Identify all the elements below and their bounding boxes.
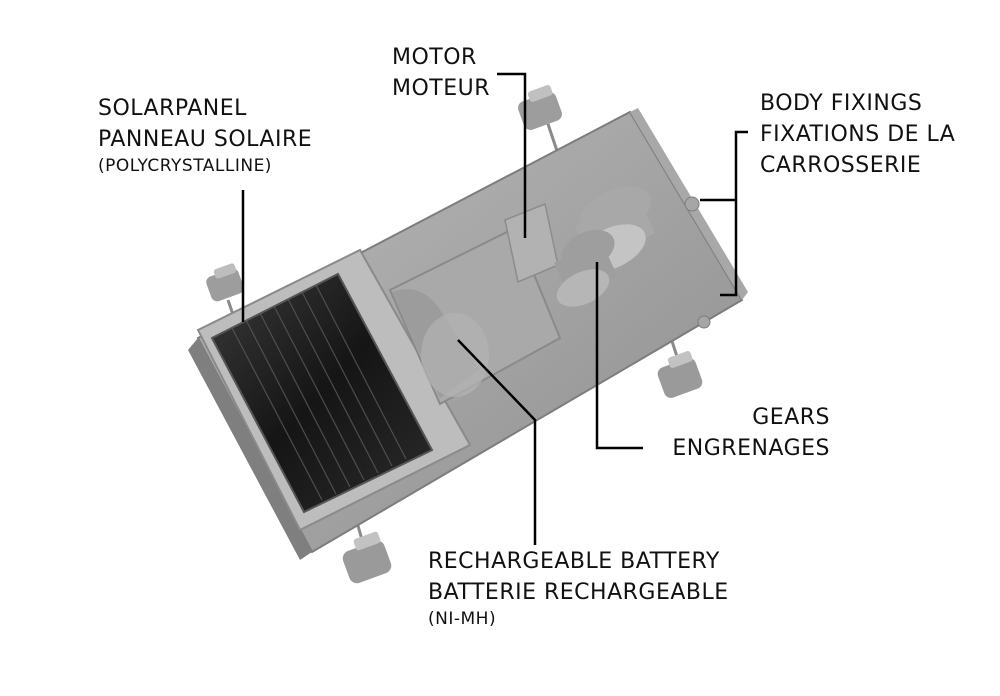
body-label-en: BODY FIXINGS xyxy=(760,91,923,116)
motor-label-fr: MOTEUR xyxy=(392,76,491,101)
gears-leader xyxy=(595,262,643,450)
battery xyxy=(421,313,489,397)
battery-leader xyxy=(457,339,537,545)
gears-label-fr: ENGRENAGES xyxy=(672,436,830,461)
wheel-front-top xyxy=(518,85,562,161)
motor-leader xyxy=(497,72,527,238)
motor-label-en: MOTOR xyxy=(392,45,477,70)
battery-label-fr: BATTERIE RECHARGEABLE xyxy=(428,580,729,605)
solar-label-fr: PANNEAU SOLAIRE xyxy=(98,127,313,152)
callout-gears: GEARS ENGRENAGES xyxy=(672,402,830,464)
battery-label-en: RECHARGEABLE BATTERY xyxy=(428,549,720,574)
solar-label-en: SOLARPANEL xyxy=(98,96,247,121)
solar-label-type: (POLYCRYSTALLINE) xyxy=(98,156,272,176)
body-label-fr-1: FIXATIONS DE LA xyxy=(760,122,956,147)
body-label-fr-2: CARROSSERIE xyxy=(760,153,922,178)
callout-motor: MOTOR MOTEUR xyxy=(392,42,490,104)
leader-lines xyxy=(241,72,748,545)
gears-label-en: GEARS xyxy=(752,405,830,430)
callout-solar-panel: SOLARPANEL PANNEAU SOLAIRE (POLYCRYSTALL… xyxy=(98,93,312,177)
battery-label-type: (NI-MH) xyxy=(428,609,497,629)
callout-battery: RECHARGEABLE BATTERY BATTERIE RECHARGEAB… xyxy=(428,546,729,630)
body-fixing-peg xyxy=(684,196,700,212)
gears xyxy=(553,186,656,307)
body-fixing-peg xyxy=(697,315,711,329)
solar-panel xyxy=(210,272,434,514)
callout-body-fixings: BODY FIXINGS FIXATIONS DE LA CARROSSERIE xyxy=(760,88,955,181)
body-fixings-leader xyxy=(720,130,748,297)
